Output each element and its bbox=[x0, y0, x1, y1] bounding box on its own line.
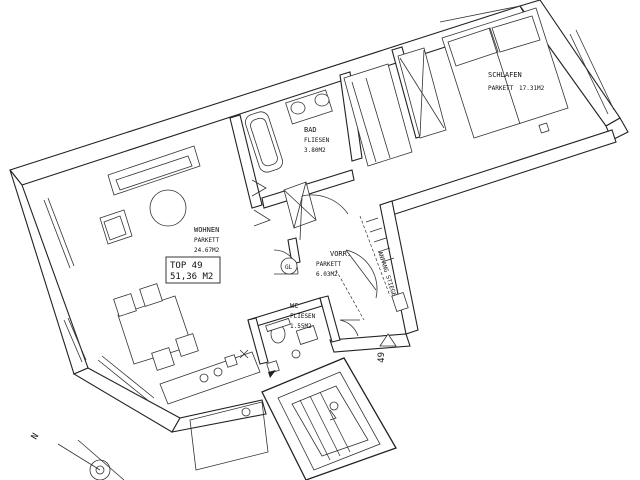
room-area: 1.55M2 bbox=[290, 323, 312, 330]
room-floor: FLIESEN bbox=[290, 313, 316, 320]
wc-fixtures bbox=[265, 317, 319, 378]
room-label-bad: BAD FLIESEN 3.80M2 bbox=[304, 126, 330, 154]
room-label-schlafen: SCHLAFEN PARKETT 17.31M2 bbox=[488, 71, 545, 92]
closets bbox=[343, 47, 447, 167]
room-name: WOHNEN bbox=[194, 226, 219, 234]
pillow bbox=[447, 27, 499, 67]
stair-number: 49 bbox=[377, 352, 387, 363]
stair-number-marker: 49 bbox=[377, 333, 397, 363]
unit-box: TOP 49 51,36 M2 bbox=[165, 256, 221, 284]
meter-box bbox=[391, 292, 409, 312]
north-arrow: N bbox=[30, 432, 125, 480]
kitchen-counter bbox=[159, 351, 261, 405]
room-area: 24.67M2 bbox=[194, 247, 220, 254]
room-floor: FLIESEN bbox=[304, 137, 330, 144]
room-name: SCHLAFEN bbox=[488, 71, 522, 79]
room-label-wc: WC FLIESEN 1.55M2 bbox=[290, 302, 316, 330]
windows bbox=[43, 5, 615, 403]
doors bbox=[251, 179, 378, 337]
room-label-wohnen: WOHNEN PARKETT 24.67M2 bbox=[194, 226, 220, 254]
room-label-vorr: VORR. PARKETT 6.03M2 bbox=[316, 250, 351, 278]
round-table bbox=[149, 189, 187, 227]
unit-label: TOP 49 bbox=[170, 261, 203, 271]
room-floor: PARKETT bbox=[488, 85, 514, 92]
unit-area: 51,36 M2 bbox=[170, 272, 213, 282]
room-name: BAD bbox=[304, 126, 317, 134]
room-name: VORR. bbox=[330, 250, 351, 258]
room-area: 17.31M2 bbox=[519, 85, 545, 92]
pillow bbox=[491, 15, 541, 53]
room-floor: PARKETT bbox=[316, 261, 342, 268]
north-label: N bbox=[30, 432, 41, 442]
room-name: WC bbox=[290, 302, 298, 310]
wc-basin bbox=[295, 325, 319, 345]
bath-fixtures bbox=[244, 89, 333, 229]
room-area: 3.80M2 bbox=[304, 147, 326, 154]
gl-label: GL bbox=[285, 264, 293, 271]
room-floor: PARKETT bbox=[194, 237, 220, 244]
balcony bbox=[189, 401, 269, 471]
stair-block bbox=[261, 357, 397, 480]
room-area: 6.03M2 bbox=[316, 271, 338, 278]
bed bbox=[441, 7, 569, 139]
living-furniture bbox=[99, 145, 261, 405]
gl-marker: GL bbox=[280, 257, 298, 275]
